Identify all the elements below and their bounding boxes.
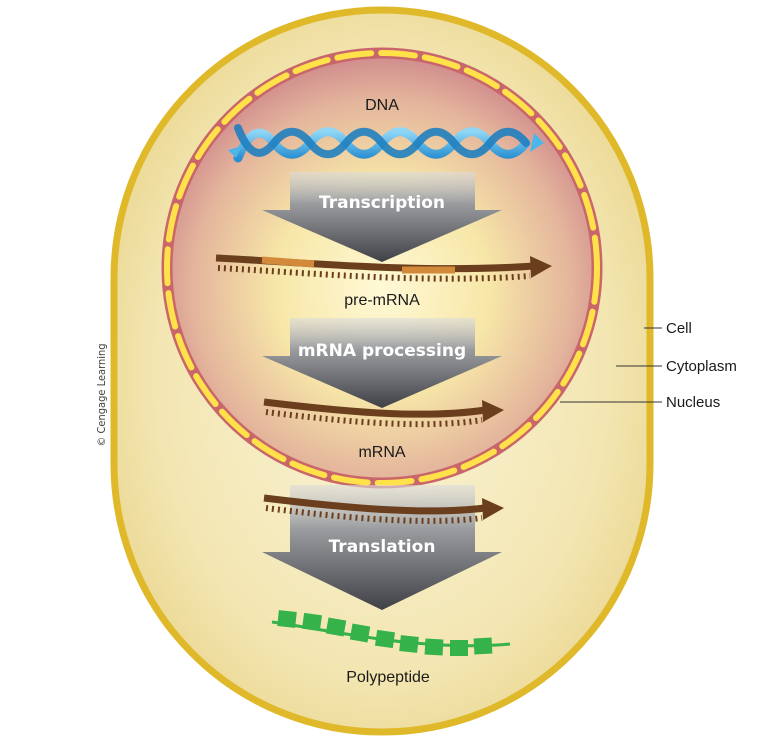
pre-mrna-label: pre-mRNA [344,292,420,309]
transcription-label: Transcription [319,193,445,213]
polypeptide-chain [271,610,511,656]
nucleus-callout-label: Nucleus [666,394,720,411]
mrna-processing-label: mRNA processing [298,341,466,361]
pre-mrna-strand [215,254,552,282]
transcription-arrow [262,172,502,262]
mrna-processing-arrow [262,318,502,408]
credit-text: © Cengage Learning [95,343,108,446]
mrna-label: mRNA [358,444,405,461]
polypeptide-label: Polypeptide [346,669,430,686]
mrna-strand-nucleus [263,398,504,428]
dna-helix [228,124,544,163]
cytoplasm-callout-label: Cytoplasm [666,358,737,375]
translation-arrow [262,485,502,610]
translation-label: Translation [329,537,436,557]
cell-callout-label: Cell [666,320,692,337]
mrna-strand-cytoplasm [263,494,504,524]
nuclear-pores [164,50,600,486]
dna-label: DNA [365,97,399,114]
